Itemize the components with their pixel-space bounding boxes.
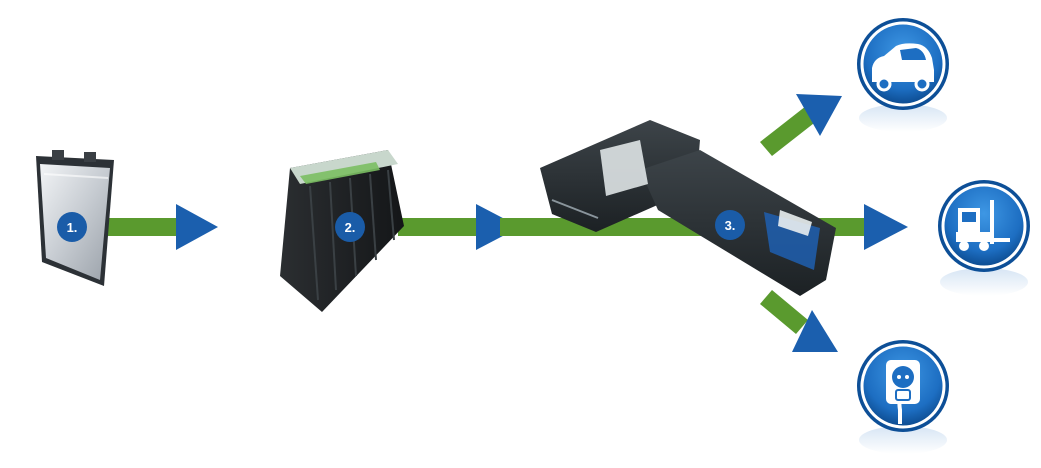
step-1-badge	[57, 212, 87, 242]
arrow-head-3	[864, 204, 908, 250]
step-2-label: 2.	[345, 220, 356, 235]
arrow-shaft-1	[108, 218, 180, 236]
arrow-head-1	[176, 204, 218, 250]
car-application	[857, 18, 949, 132]
step-1-label: 1.	[67, 220, 78, 235]
power-socket-application	[857, 340, 949, 454]
forklift-application	[938, 180, 1030, 296]
arrow-to-car	[760, 94, 842, 156]
arrow-shaft-2	[398, 218, 480, 236]
arrow-head-2	[476, 204, 520, 250]
power-socket-icon	[886, 360, 920, 424]
step-3-badge	[715, 210, 745, 240]
arrow-to-socket	[760, 290, 838, 352]
battery-pack-icon	[540, 120, 836, 296]
step-3-label: 3.	[725, 218, 736, 233]
car-icon	[872, 43, 934, 92]
forklift-icon	[956, 200, 1010, 251]
step-2-badge	[335, 212, 365, 242]
